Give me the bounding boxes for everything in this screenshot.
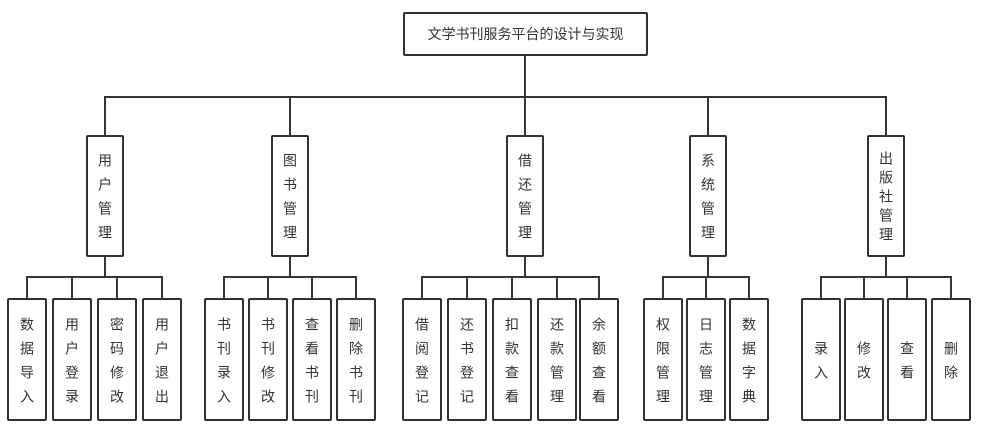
branch-node-system-management: 系统管理 — [689, 135, 727, 257]
connector-branch-drop — [289, 97, 291, 136]
connector-leaf-drop — [556, 276, 558, 299]
leaf-node-label: 日志管理 — [698, 316, 714, 413]
leaf-node-label: 查看 — [899, 340, 915, 389]
connector-group-bus — [421, 276, 600, 278]
connector-branch-down — [104, 255, 106, 278]
connector-leaf-drop — [863, 276, 865, 299]
connector-leaf-drop — [466, 276, 468, 299]
branch-node-label: 用户管理 — [97, 153, 113, 249]
connector-leaf-drop — [421, 276, 423, 299]
leaf-node-label: 数据字典 — [741, 316, 757, 413]
connector-branch-drop — [524, 97, 526, 136]
leaf-node-publisher-delete: 删除 — [931, 298, 971, 421]
connector-leaf-drop — [116, 276, 118, 299]
connector-leaf-drop — [598, 276, 600, 299]
leaf-node-user-logout: 用户退出 — [142, 298, 182, 421]
branch-node-borrow-return-management: 借还管理 — [506, 135, 544, 257]
leaf-node-label: 数据导入 — [19, 316, 35, 413]
branch-node-book-management: 图书管理 — [271, 135, 309, 257]
leaf-node-label: 书刊修改 — [260, 316, 276, 413]
root-node: 文学书刊服务平台的设计与实现 — [403, 12, 648, 56]
leaf-node-password-change: 密码修改 — [97, 298, 137, 421]
leaf-node-label: 余额查看 — [591, 316, 607, 413]
connector-root-drop — [524, 55, 526, 98]
connector-branch-drop — [707, 97, 709, 136]
branch-node-user-management: 用户管理 — [86, 135, 124, 257]
leaf-node-publisher-entry: 录入 — [801, 298, 841, 421]
connector-branch-down — [885, 255, 887, 278]
branch-node-label: 图书管理 — [282, 153, 298, 249]
leaf-node-label: 扣款查看 — [504, 316, 520, 413]
leaf-node-deduction-view: 扣款查看 — [492, 298, 532, 421]
leaf-node-label: 书刊录入 — [216, 316, 232, 413]
leaf-node-label: 还书登记 — [459, 316, 475, 413]
connector-leaf-drop — [26, 276, 28, 299]
branch-node-label: 系统管理 — [700, 153, 716, 249]
leaf-node-user-login: 用户登录 — [52, 298, 92, 421]
leaf-node-label: 用户登录 — [64, 316, 80, 413]
connector-leaf-drop — [311, 276, 313, 299]
leaf-node-publisher-edit: 修改 — [844, 298, 884, 421]
leaf-node-book-view: 查看书刊 — [292, 298, 332, 421]
leaf-node-publisher-view: 查看 — [887, 298, 927, 421]
connector-group-bus — [820, 276, 952, 278]
connector-branch-down — [524, 255, 526, 278]
leaf-node-label: 录入 — [813, 340, 829, 389]
branch-node-label: 借还管理 — [517, 153, 533, 249]
leaf-node-label: 修改 — [856, 340, 872, 389]
leaf-node-label: 删除 — [943, 340, 959, 389]
leaf-node-balance-view: 余额查看 — [579, 298, 619, 421]
connector-leaf-drop — [161, 276, 163, 299]
leaf-node-label: 还款管理 — [549, 316, 565, 413]
connector-leaf-drop — [71, 276, 73, 299]
connector-group-bus — [26, 276, 163, 278]
leaf-node-label: 查看书刊 — [304, 316, 320, 413]
connector-leaf-drop — [267, 276, 269, 299]
leaf-node-data-import: 数据导入 — [7, 298, 47, 421]
connector-group-bus — [223, 276, 357, 278]
leaf-node-label: 借阅登记 — [414, 316, 430, 413]
leaf-node-repayment-manage: 还款管理 — [537, 298, 577, 421]
leaf-node-book-delete: 删除书刊 — [336, 298, 376, 421]
branch-node-label: 出版社管理 — [878, 151, 894, 246]
connector-leaf-drop — [355, 276, 357, 299]
branch-node-publisher-management: 出版社管理 — [867, 135, 905, 257]
connector-leaf-drop — [705, 276, 707, 299]
connector-branch-down — [707, 255, 709, 278]
connector-leaf-drop — [820, 276, 822, 299]
root-node-label: 文学书刊服务平台的设计与实现 — [427, 26, 624, 42]
leaf-node-label: 用户退出 — [154, 316, 170, 413]
leaf-node-data-dictionary: 数据字典 — [729, 298, 769, 421]
connector-leaf-drop — [223, 276, 225, 299]
leaf-node-permission-manage: 权限管理 — [643, 298, 683, 421]
connector-leaf-drop — [906, 276, 908, 299]
connector-branch-drop — [885, 97, 887, 136]
connector-main-bus — [104, 96, 887, 98]
leaf-node-label: 密码修改 — [109, 316, 125, 413]
leaf-node-log-manage: 日志管理 — [686, 298, 726, 421]
connector-leaf-drop — [662, 276, 664, 299]
leaf-node-borrow-register: 借阅登记 — [402, 298, 442, 421]
leaf-node-label: 删除书刊 — [348, 316, 364, 413]
connector-leaf-drop — [511, 276, 513, 299]
leaf-node-book-edit: 书刊修改 — [248, 298, 288, 421]
leaf-node-label: 权限管理 — [655, 316, 671, 413]
leaf-node-book-entry: 书刊录入 — [204, 298, 244, 421]
connector-leaf-drop — [748, 276, 750, 299]
leaf-node-return-register: 还书登记 — [447, 298, 487, 421]
connector-branch-drop — [104, 97, 106, 136]
connector-leaf-drop — [950, 276, 952, 299]
connector-branch-down — [289, 255, 291, 278]
